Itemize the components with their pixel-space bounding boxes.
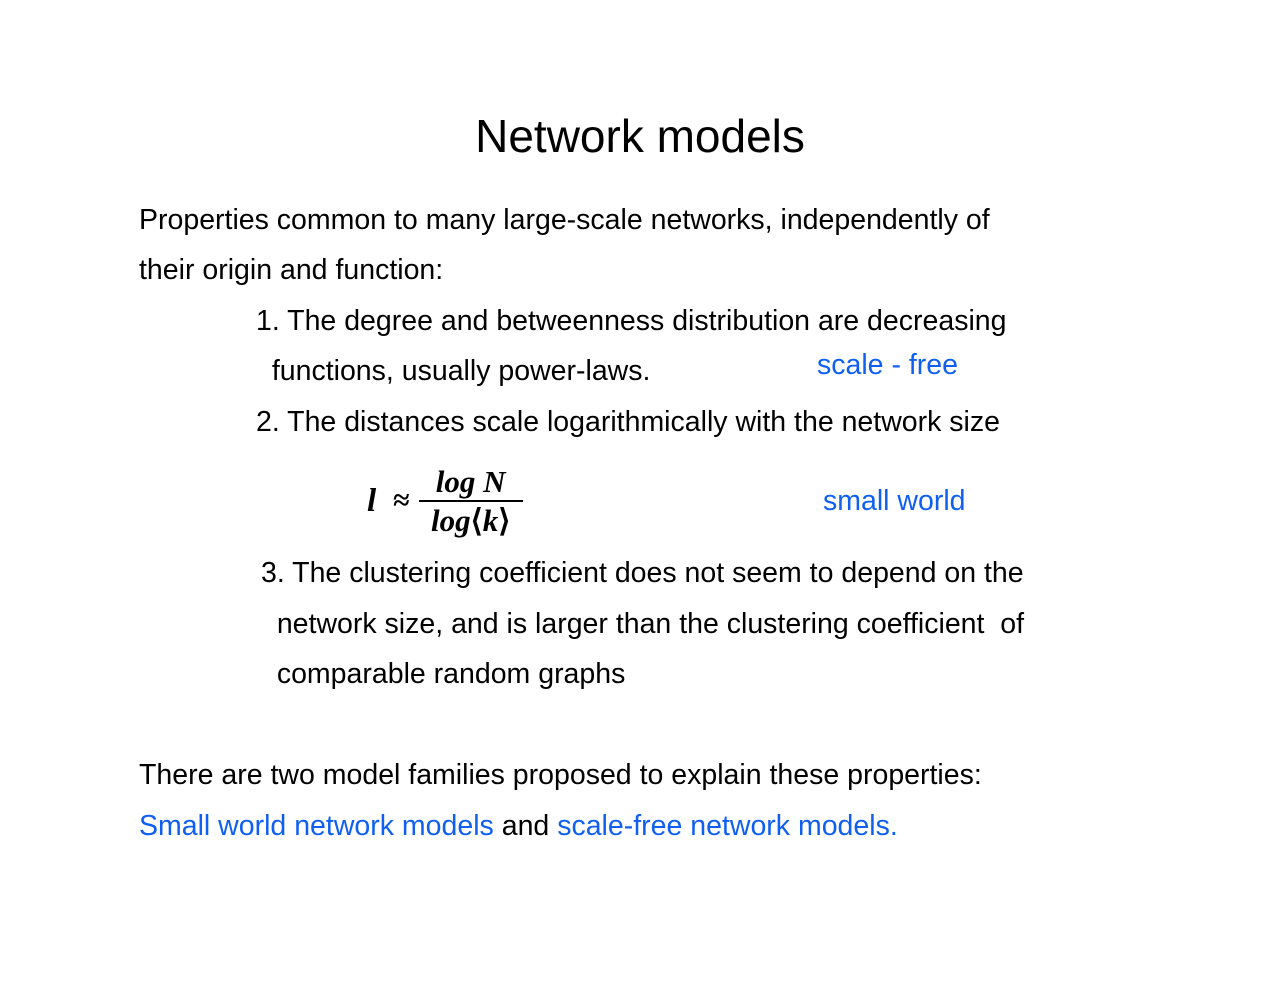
annotation-small-world: small world xyxy=(823,485,966,517)
point-2-line-1: 2. The distances scale logarithmically w… xyxy=(256,406,1000,438)
conclusion-conjunction: and xyxy=(493,810,558,842)
point-1-line-2: functions, usually power-laws. xyxy=(256,355,651,387)
formula-fraction-bar xyxy=(418,500,523,502)
formula-denominator-log: log xyxy=(430,503,471,538)
page-title: Network models xyxy=(475,110,805,162)
conclusion-small-world-models: Small world network models xyxy=(139,810,494,842)
point-1-line-1: 1. The degree and betweenness distributi… xyxy=(256,305,1007,337)
conclusion-line-2: Small world network models and scale-fre… xyxy=(139,812,898,841)
intro-line-2: their origin and function: xyxy=(139,254,444,286)
formula-angle-open-icon: ⟨ xyxy=(470,503,483,538)
annotation-scale-free: scale - free xyxy=(817,349,958,381)
formula-numerator: log N xyxy=(435,464,506,499)
distance-scaling-formula: l ≈ log N log⟨k⟩ xyxy=(367,466,523,536)
intro-line-1: Properties common to many large-scale ne… xyxy=(139,204,990,236)
formula-denominator-variable: k xyxy=(482,503,499,538)
point-3-line-2: network size, and is larger than the clu… xyxy=(261,608,1025,640)
point-3-line-1: 3. The clustering coefficient does not s… xyxy=(261,557,1024,589)
formula-angle-close-icon: ⟩ xyxy=(498,503,511,538)
conclusion-line-1: There are two model families proposed to… xyxy=(139,759,982,791)
formula-lhs-variable: l xyxy=(367,482,377,519)
point-3-line-3: comparable random graphs xyxy=(261,658,626,690)
formula-approx-symbol: ≈ xyxy=(393,484,410,517)
conclusion-scale-free-models: scale-free network models. xyxy=(557,810,898,842)
formula-fraction: log N log⟨k⟩ xyxy=(418,464,523,536)
formula-denominator: log⟨k⟩ xyxy=(427,502,514,536)
